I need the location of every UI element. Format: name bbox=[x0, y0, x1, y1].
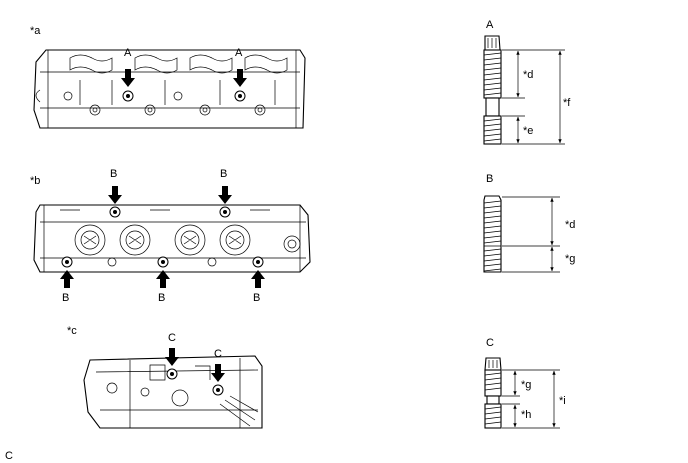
arrow-c1-label: C bbox=[168, 332, 176, 344]
stud-hole-a1 bbox=[122, 90, 134, 102]
arrow-a1-label: A bbox=[124, 47, 132, 59]
stud-c-dim-g: *g bbox=[521, 379, 531, 391]
stud-b-body bbox=[483, 195, 502, 273]
cylinder-head-intake-view-b bbox=[33, 204, 311, 273]
stud-a-dim-e: *e bbox=[523, 125, 533, 137]
stud-a: A *d *e *f bbox=[483, 19, 571, 145]
stud-b-title: B bbox=[486, 173, 493, 185]
stud-b-dim-g: *g bbox=[565, 253, 575, 265]
cylinder-head-end-view-c bbox=[83, 355, 263, 429]
view-c-tag: *c bbox=[67, 325, 77, 337]
view-c: *c C C bbox=[67, 325, 263, 429]
arrow-b5-label: B bbox=[253, 292, 260, 304]
arrow-b5-icon bbox=[251, 270, 265, 288]
stud-a-body bbox=[483, 35, 502, 145]
arrow-b1-icon bbox=[108, 186, 122, 204]
arrow-b2-icon bbox=[218, 186, 232, 204]
arrow-a2-label: A bbox=[235, 47, 243, 59]
stud-hole-b2 bbox=[219, 206, 231, 218]
stud-hole-b3 bbox=[61, 256, 73, 268]
view-b: *b B B B B B bbox=[30, 168, 311, 304]
cylinder-head-top-view-a bbox=[33, 49, 306, 129]
stud-a-dim-d: *d bbox=[523, 69, 533, 81]
stud-a-dim-f: *f bbox=[563, 97, 571, 109]
stud-b: B *d *g bbox=[483, 173, 575, 273]
view-a-tag: *a bbox=[30, 25, 41, 37]
stud-hole-b5 bbox=[252, 256, 264, 268]
stud-hole-c1 bbox=[166, 368, 178, 380]
stud-a-title: A bbox=[486, 19, 494, 31]
arrow-b4-icon bbox=[156, 270, 170, 288]
footer-code: C bbox=[5, 450, 13, 462]
stud-hole-a2 bbox=[234, 90, 246, 102]
arrow-c2-label: C bbox=[214, 348, 222, 360]
arrow-b3-icon bbox=[60, 270, 74, 288]
stud-hole-c2 bbox=[212, 384, 224, 396]
stud-b-dim-d: *d bbox=[565, 219, 575, 231]
arrow-b1-label: B bbox=[110, 168, 117, 180]
stud-c-body bbox=[484, 357, 502, 429]
arrow-b2-label: B bbox=[220, 168, 227, 180]
stud-hole-b4 bbox=[157, 256, 169, 268]
stud-hole-b1 bbox=[109, 206, 121, 218]
arrow-b4-label: B bbox=[158, 292, 165, 304]
view-a: *a A A bbox=[30, 25, 306, 129]
stud-c-title: C bbox=[486, 337, 494, 349]
stud-c-dim-h: *h bbox=[521, 409, 531, 421]
arrow-b3-label: B bbox=[62, 292, 69, 304]
stud-c: C *g *h *i bbox=[484, 337, 566, 429]
stud-c-dim-i: *i bbox=[559, 395, 566, 407]
view-b-tag: *b bbox=[30, 175, 40, 187]
